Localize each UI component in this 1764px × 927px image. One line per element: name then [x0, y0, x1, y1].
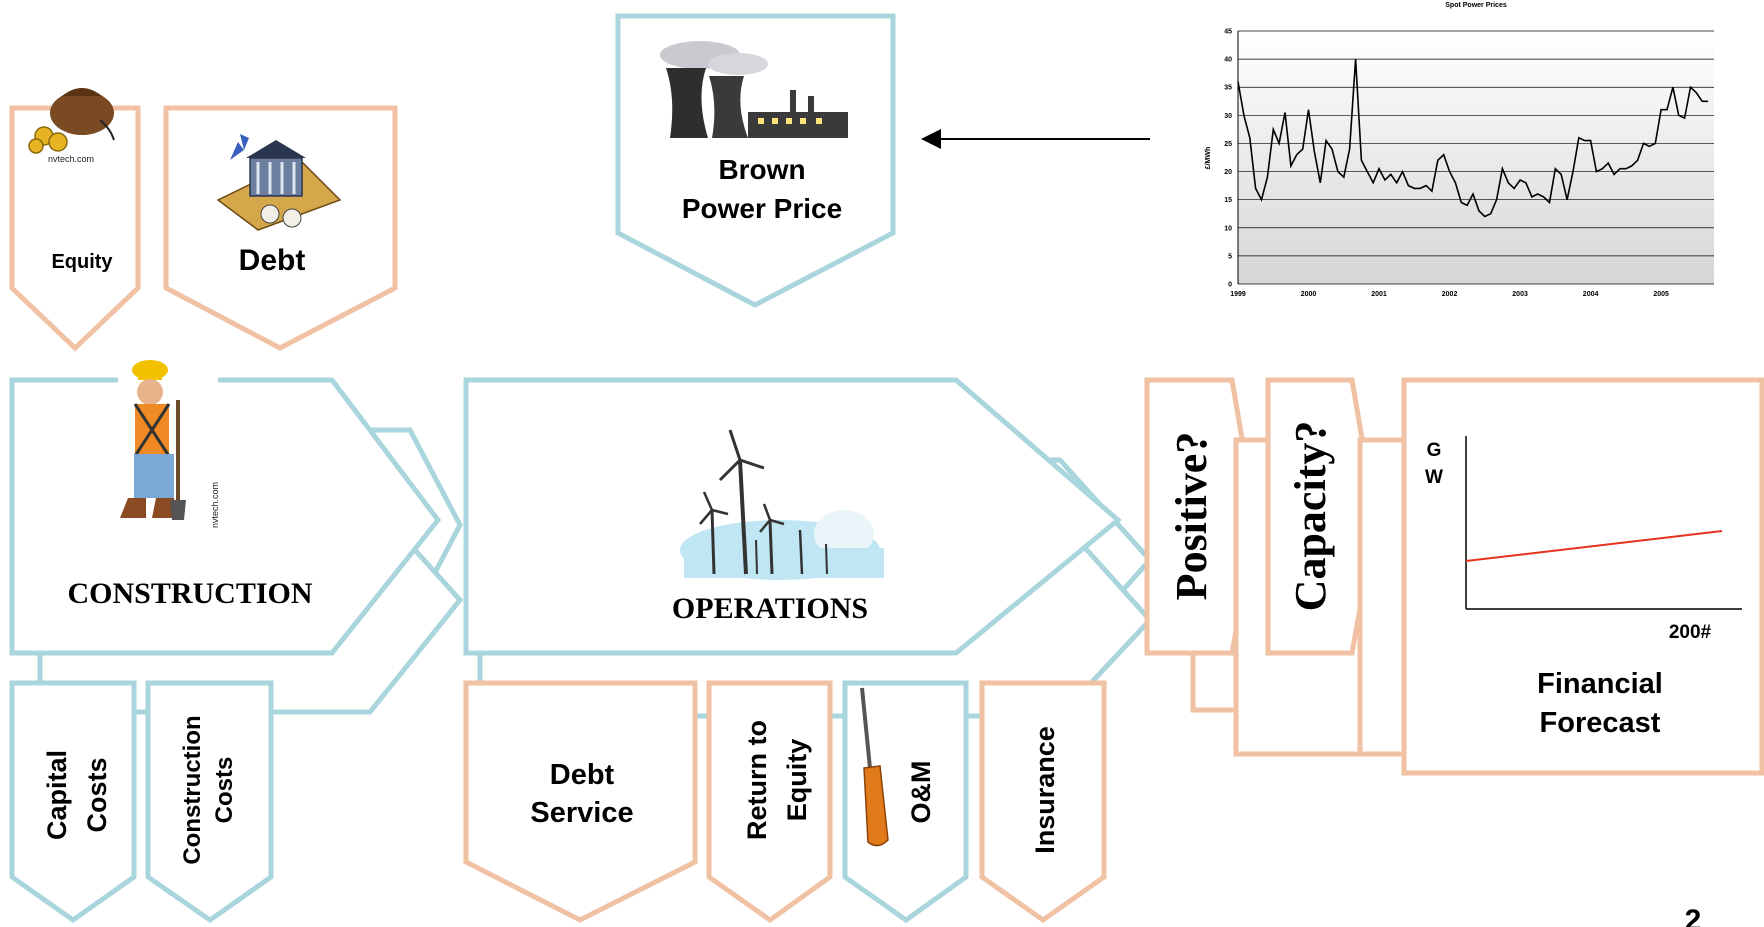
page-number: 2: [1685, 904, 1702, 927]
chart-title: Spot Power Prices: [1445, 2, 1507, 9]
forecast-title-2: Forecast: [1540, 707, 1661, 739]
construction-costs-shield: [145, 680, 274, 924]
chart-x-ticks: 1999 2000 2001 2002 2003 2004 2005: [1230, 291, 1669, 298]
capital-costs-label-2: Costs: [82, 757, 112, 832]
forecast-card: [1401, 377, 1764, 776]
chart-y-tick-label: 20: [1224, 169, 1232, 176]
chart-x-tick-label: 2005: [1653, 291, 1669, 298]
construction-watermark: nvtech.com: [210, 482, 220, 528]
debt-shield: [163, 105, 398, 351]
equity-shield: [9, 105, 141, 352]
debt-service-label-2: Service: [530, 797, 633, 829]
chart-x-tick-label: 2001: [1371, 291, 1387, 298]
debt-service-shield: [463, 680, 698, 923]
om-label: O&M: [906, 761, 936, 824]
bank-icon: [216, 134, 342, 231]
forecast-axis-label-w: W: [1425, 467, 1443, 488]
chart-y-tick-label: 25: [1224, 141, 1232, 148]
forecast-axis-label-g: G: [1427, 440, 1442, 461]
power-price-label-1: Brown: [718, 154, 805, 185]
debt-label: Debt: [239, 244, 306, 277]
chart-y-tick-label: 10: [1224, 225, 1232, 232]
chart-y-tick-label: 15: [1224, 197, 1232, 204]
chart-y-tick-label: 0: [1228, 282, 1232, 289]
capital-costs-label-1: Capital: [42, 750, 72, 840]
om-shield: [842, 680, 969, 924]
capital-costs-shield: [9, 680, 137, 924]
equity-label: Equity: [51, 251, 113, 273]
chart-y-tick-label: 40: [1224, 57, 1232, 64]
chart-x-tick-label: 2004: [1583, 291, 1599, 298]
capacity-question: Capacity?: [1286, 421, 1335, 612]
positive-question: Positive?: [1167, 432, 1216, 601]
forecast-trend-line: [1465, 530, 1723, 562]
chart-x-tick-label: 2002: [1442, 291, 1458, 298]
chart-y-axis-label: £/MWh: [1205, 147, 1212, 170]
return-to-equity-label-1: Return to: [742, 720, 772, 840]
insurance-label: Insurance: [1030, 726, 1060, 854]
construction-costs-label-1: Construction: [179, 715, 206, 864]
chart-y-ticks: 0 5 10 15 20 25 30 35 40 45: [1224, 29, 1232, 289]
spot-price-chart: Spot Power Prices £/MWh 0 5 10 15 20 25 30 35 40…: [1205, 2, 1714, 298]
chart-x-tick-label: 2000: [1301, 291, 1317, 298]
chart-y-tick-label: 45: [1224, 29, 1232, 36]
operations-label: OPERATIONS: [672, 592, 868, 625]
chart-series: [1237, 59, 1709, 218]
chart-series-line: [1237, 59, 1709, 218]
construction-worker-icon: [118, 360, 218, 530]
construction-costs-label-2: Costs: [211, 757, 238, 824]
construction-label: CONSTRUCTION: [67, 577, 312, 610]
operations-arrow: [463, 377, 1122, 656]
chart-y-tick-label: 30: [1224, 113, 1232, 120]
money-bag-icon: [28, 88, 115, 154]
chart-x-tick-label: 1999: [1230, 291, 1246, 298]
return-to-equity-label-2: Equity: [782, 739, 812, 822]
chart-grid: [1237, 30, 1714, 285]
wind-turbines-icon: [680, 429, 884, 580]
forecast-title-1: Financial: [1537, 668, 1663, 700]
power-price-label-2: Power Price: [682, 193, 842, 224]
chart-y-tick-label: 35: [1224, 85, 1232, 92]
chart-y-tick-label: 5: [1228, 253, 1232, 260]
return-to-equity-shield: [706, 680, 833, 924]
insurance-shield: [979, 680, 1107, 924]
equity-watermark: nvtech.com: [48, 154, 94, 164]
debt-service-label-1: Debt: [550, 759, 615, 791]
chart-x-tick-label: 2003: [1512, 291, 1528, 298]
power-plant-icon: [660, 41, 848, 138]
screwdriver-icon: [860, 687, 889, 847]
chart-plot-area: [1238, 31, 1714, 284]
forecast-x-label: 200#: [1669, 622, 1712, 643]
